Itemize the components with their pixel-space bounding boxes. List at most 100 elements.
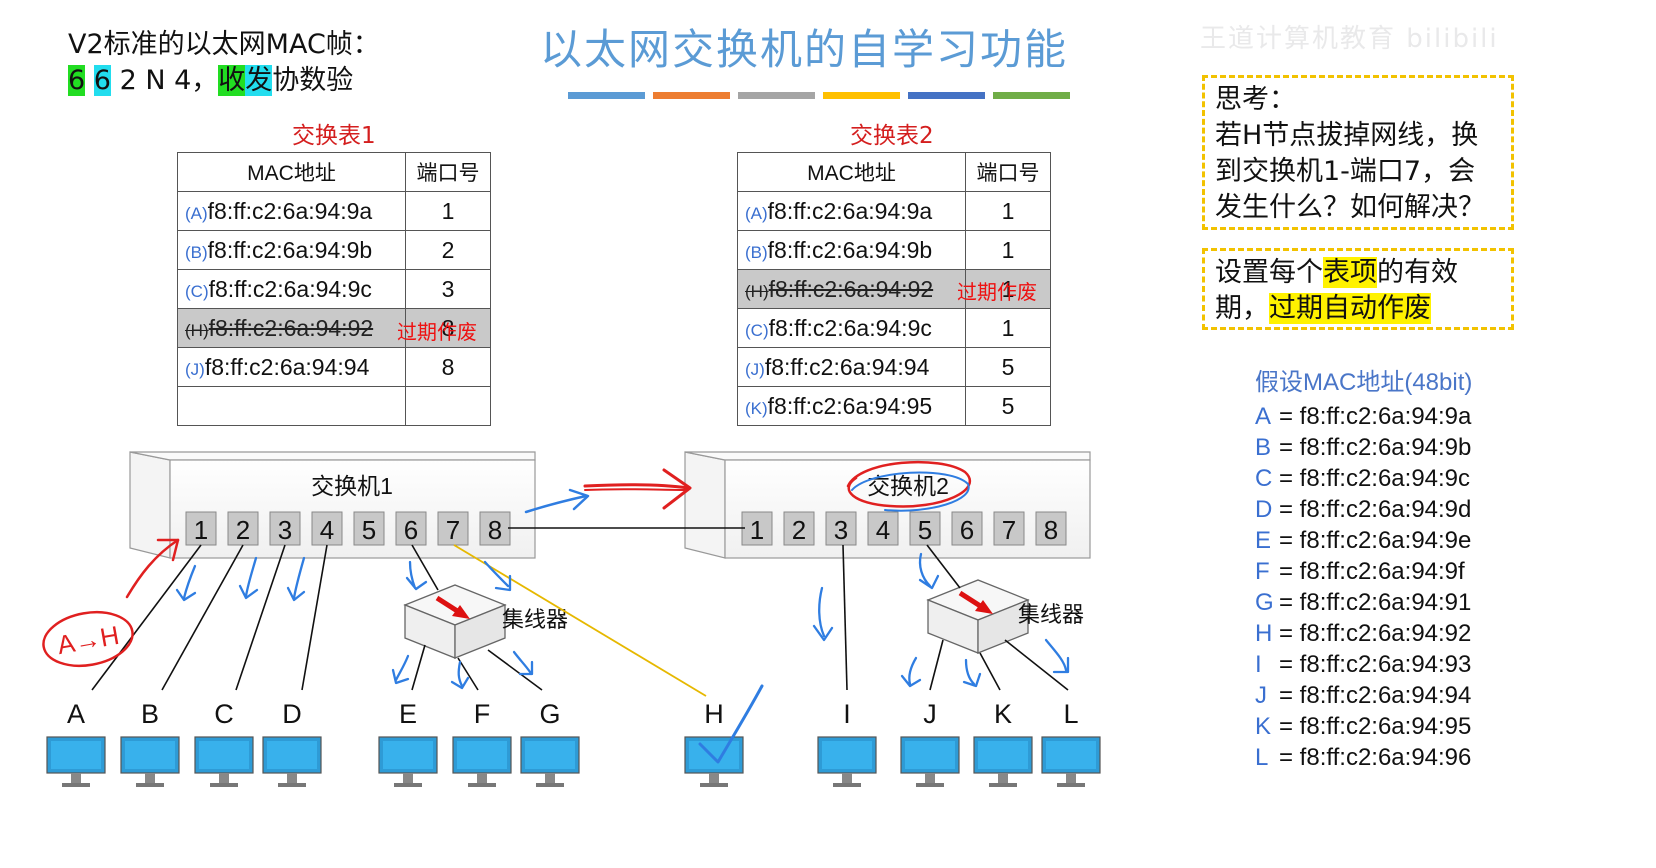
switch-1-port-4: 4 bbox=[311, 511, 343, 546]
host-tag: (B) bbox=[745, 242, 768, 262]
host-label: C bbox=[214, 699, 234, 729]
port-value: 8 bbox=[405, 308, 491, 348]
host-f: F bbox=[452, 699, 512, 787]
table-row: (J)f8:ff:c2:6a:94:94 5 bbox=[737, 347, 1051, 387]
solution-highlight: 表项 bbox=[1323, 257, 1377, 288]
switch-2-port-socket bbox=[1035, 511, 1067, 546]
host-label: A bbox=[67, 699, 85, 729]
mac-list-key: C bbox=[1255, 465, 1273, 492]
switch-2-port-number: 4 bbox=[876, 515, 890, 545]
switch-2-port-8: 8 bbox=[1035, 511, 1067, 546]
dest-length: 6 bbox=[68, 65, 86, 96]
table-row: (J)f8:ff:c2:6a:94:94 8 bbox=[177, 347, 491, 387]
mac-list-key: F bbox=[1255, 558, 1270, 585]
switch-table-2: MAC地址 端口号 (A)f8:ff:c2:6a:94:9a 1 (B)f8:f… bbox=[737, 152, 1051, 426]
mac-list-value: = f8:ff:c2:6a:94:91 bbox=[1279, 589, 1472, 616]
port-value: 1 bbox=[965, 269, 1051, 309]
mac-list-item: D= f8:ff:c2:6a:94:9d bbox=[1255, 494, 1545, 525]
color-bar bbox=[568, 92, 645, 99]
host-label: L bbox=[1063, 699, 1078, 729]
port-value: 1 bbox=[965, 308, 1051, 348]
expired-note-1: 过期作废 bbox=[397, 320, 477, 344]
switch-1-port-socket bbox=[479, 511, 511, 546]
mac-list-item: L= f8:ff:c2:6a:94:96 bbox=[1255, 742, 1545, 773]
host-h: H bbox=[684, 699, 744, 787]
mac-value: f8:ff:c2:6a:94:9c bbox=[208, 275, 372, 302]
table-row: (C)f8:ff:c2:6a:94:9c 3 bbox=[177, 269, 491, 309]
switch-1-port-number: 6 bbox=[404, 515, 418, 545]
mac-list-key: H bbox=[1255, 620, 1273, 647]
switch-2-port-4: 4 bbox=[867, 511, 899, 546]
mac-list-key: G bbox=[1255, 589, 1274, 616]
host-e: E bbox=[378, 699, 438, 787]
watermark: 王道计算机教育 bilibili bbox=[1200, 24, 1499, 54]
switch-2-port-2: 2 bbox=[783, 511, 815, 546]
host-tag: (C) bbox=[185, 281, 209, 301]
hub-2 bbox=[926, 579, 1030, 654]
switch-2-port-socket bbox=[783, 511, 815, 546]
switch-1-port-6: 6 bbox=[395, 511, 427, 546]
switch-2-port-number: 5 bbox=[918, 515, 932, 545]
switch-1-port-number: 2 bbox=[236, 515, 250, 545]
solution-text: 设置每个 bbox=[1215, 257, 1323, 288]
expired-note-2: 过期作废 bbox=[957, 280, 1037, 304]
color-bars bbox=[568, 92, 1070, 99]
host-d: D bbox=[262, 699, 322, 787]
mac-list-item: C= f8:ff:c2:6a:94:9c bbox=[1255, 463, 1545, 494]
mac-list-item: I= f8:ff:c2:6a:94:93 bbox=[1255, 649, 1545, 680]
host-tag: (H) bbox=[745, 281, 769, 301]
switch-1-port-socket bbox=[269, 511, 301, 546]
table-row-empty bbox=[177, 386, 491, 426]
switch-1-label: 交换机1 bbox=[311, 473, 393, 499]
send-word: 发 bbox=[245, 65, 273, 96]
switch-1-port-1: 1 bbox=[185, 511, 217, 546]
mac-list-key: J bbox=[1255, 682, 1267, 709]
cable-h-moved bbox=[453, 544, 707, 697]
mac-value: f8:ff:c2:6a:94:94 bbox=[764, 353, 930, 380]
mac-list-item: A= f8:ff:c2:6a:94:9a bbox=[1255, 401, 1545, 432]
col-header-port: 端口号 bbox=[405, 152, 491, 192]
solution-text: 期， bbox=[1215, 293, 1269, 324]
col-header-mac: MAC地址 bbox=[177, 152, 406, 192]
switch-2-port-socket bbox=[741, 511, 773, 546]
switch-2-port-number: 3 bbox=[834, 515, 848, 545]
host-label: F bbox=[474, 699, 491, 729]
port-value: 1 bbox=[965, 230, 1051, 270]
host-i: I bbox=[817, 699, 877, 787]
solution-text: 的有效 bbox=[1377, 257, 1458, 288]
mac-list-value: = f8:ff:c2:6a:94:94 bbox=[1279, 682, 1472, 709]
solution-box: 设置每个表项的有效 期，过期自动作废 bbox=[1202, 248, 1514, 330]
mac-list-item: J = f8:ff:c2:6a:94:94 bbox=[1255, 680, 1545, 711]
table1-caption: 交换表1 bbox=[292, 123, 376, 149]
switch-2-port-5: 5 bbox=[909, 511, 941, 546]
switch-2-port-number: 6 bbox=[960, 515, 974, 545]
table-row: (K)f8:ff:c2:6a:94:95 5 bbox=[737, 386, 1051, 426]
switch-table-1: MAC地址 端口号 (A)f8:ff:c2:6a:94:9a 1 (B)f8:f… bbox=[177, 152, 491, 426]
host-tag: (J) bbox=[745, 359, 765, 379]
annotation-a-to-h: A→H bbox=[55, 620, 121, 660]
table-row: (B)f8:ff:c2:6a:94:9b 1 bbox=[737, 230, 1051, 270]
frame-format-mnemonic: 6 6 2 N 4，收发协数验 bbox=[68, 58, 353, 97]
color-bar bbox=[993, 92, 1070, 99]
port-value: 8 bbox=[405, 347, 491, 387]
mac-list-value: = f8:ff:c2:6a:94:93 bbox=[1279, 651, 1472, 678]
annotations bbox=[42, 460, 1070, 764]
question-box: 思考： 若H节点拔掉网线，换 到交换机1-端口7，会 发生什么？如何解决？ bbox=[1202, 75, 1514, 230]
table-row: (A)f8:ff:c2:6a:94:9a 1 bbox=[177, 191, 491, 231]
hub-2-label: 集线器 bbox=[1018, 602, 1084, 627]
host-label: D bbox=[282, 699, 302, 729]
mac-value: f8:ff:c2:6a:94:9b bbox=[767, 236, 933, 263]
host-j: J bbox=[900, 699, 960, 787]
port-value: 2 bbox=[405, 230, 491, 270]
switch-1-port-number: 5 bbox=[362, 515, 376, 545]
switch-2-port-number: 7 bbox=[1002, 515, 1016, 545]
host-label: I bbox=[843, 699, 851, 729]
mac-list-value: = f8:ff:c2:6a:94:9d bbox=[1279, 496, 1472, 523]
switch-2-port-number: 8 bbox=[1044, 515, 1058, 545]
question-title: 思考： bbox=[1215, 84, 1296, 115]
switch-2-port-6: 6 bbox=[951, 511, 983, 546]
